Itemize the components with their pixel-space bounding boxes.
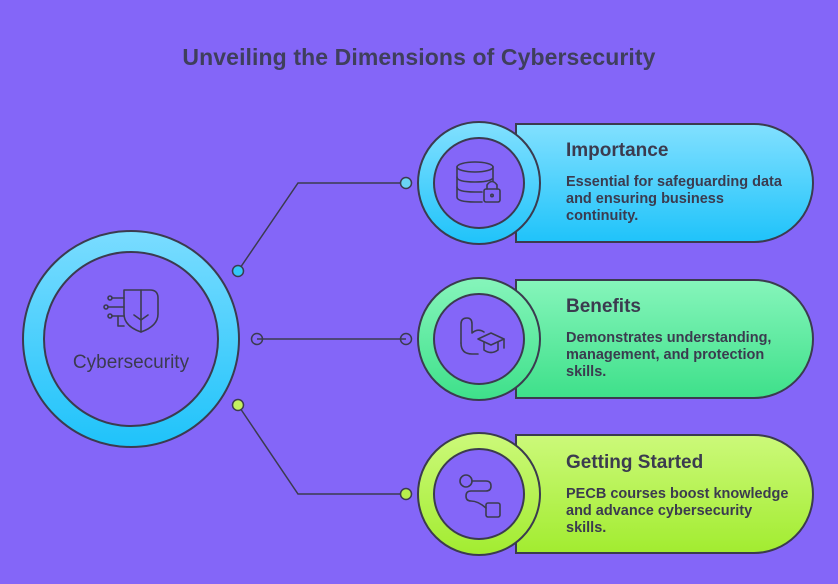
card-title-getting-started: Getting Started — [566, 452, 704, 473]
dot-importance — [399, 176, 413, 190]
dot-benefits — [399, 332, 413, 346]
connector-importance — [237, 182, 406, 272]
arm-graduation-cap-icon — [460, 317, 505, 355]
dot-hub-getting-started — [231, 398, 245, 412]
face-circuit-icon — [103, 289, 159, 333]
card-benefits — [417, 277, 814, 401]
dot-hub-benefits — [250, 332, 264, 346]
connector-dots — [231, 176, 413, 501]
card-title-importance: Importance — [566, 140, 669, 161]
card-getting-started-text: Getting Started PECB courses boost knowl… — [566, 452, 796, 537]
card-desc-getting-started: PECB courses boost knowledge and advance… — [566, 486, 789, 536]
hub-node — [22, 230, 240, 448]
card-desc-benefits: Demonstrates understanding, management, … — [566, 330, 772, 380]
path-icon — [459, 474, 501, 518]
connector-getting-started — [237, 404, 406, 495]
card-importance-text: Importance Essential for safeguarding da… — [566, 140, 796, 225]
connectors — [237, 182, 406, 495]
card-getting-started — [417, 432, 814, 556]
card-importance — [417, 121, 814, 245]
dot-getting-started — [399, 487, 413, 501]
card-title-benefits: Benefits — [566, 296, 641, 317]
database-lock-icon — [456, 161, 501, 203]
hub-label: Cybersecurity — [72, 352, 190, 373]
diagram-title: Unveiling the Dimensions of Cybersecurit… — [182, 44, 656, 70]
dot-hub-importance — [231, 264, 245, 278]
card-desc-importance: Essential for safeguarding data and ensu… — [566, 174, 782, 224]
card-benefits-text: Benefits Demonstrates understanding, man… — [566, 296, 796, 381]
